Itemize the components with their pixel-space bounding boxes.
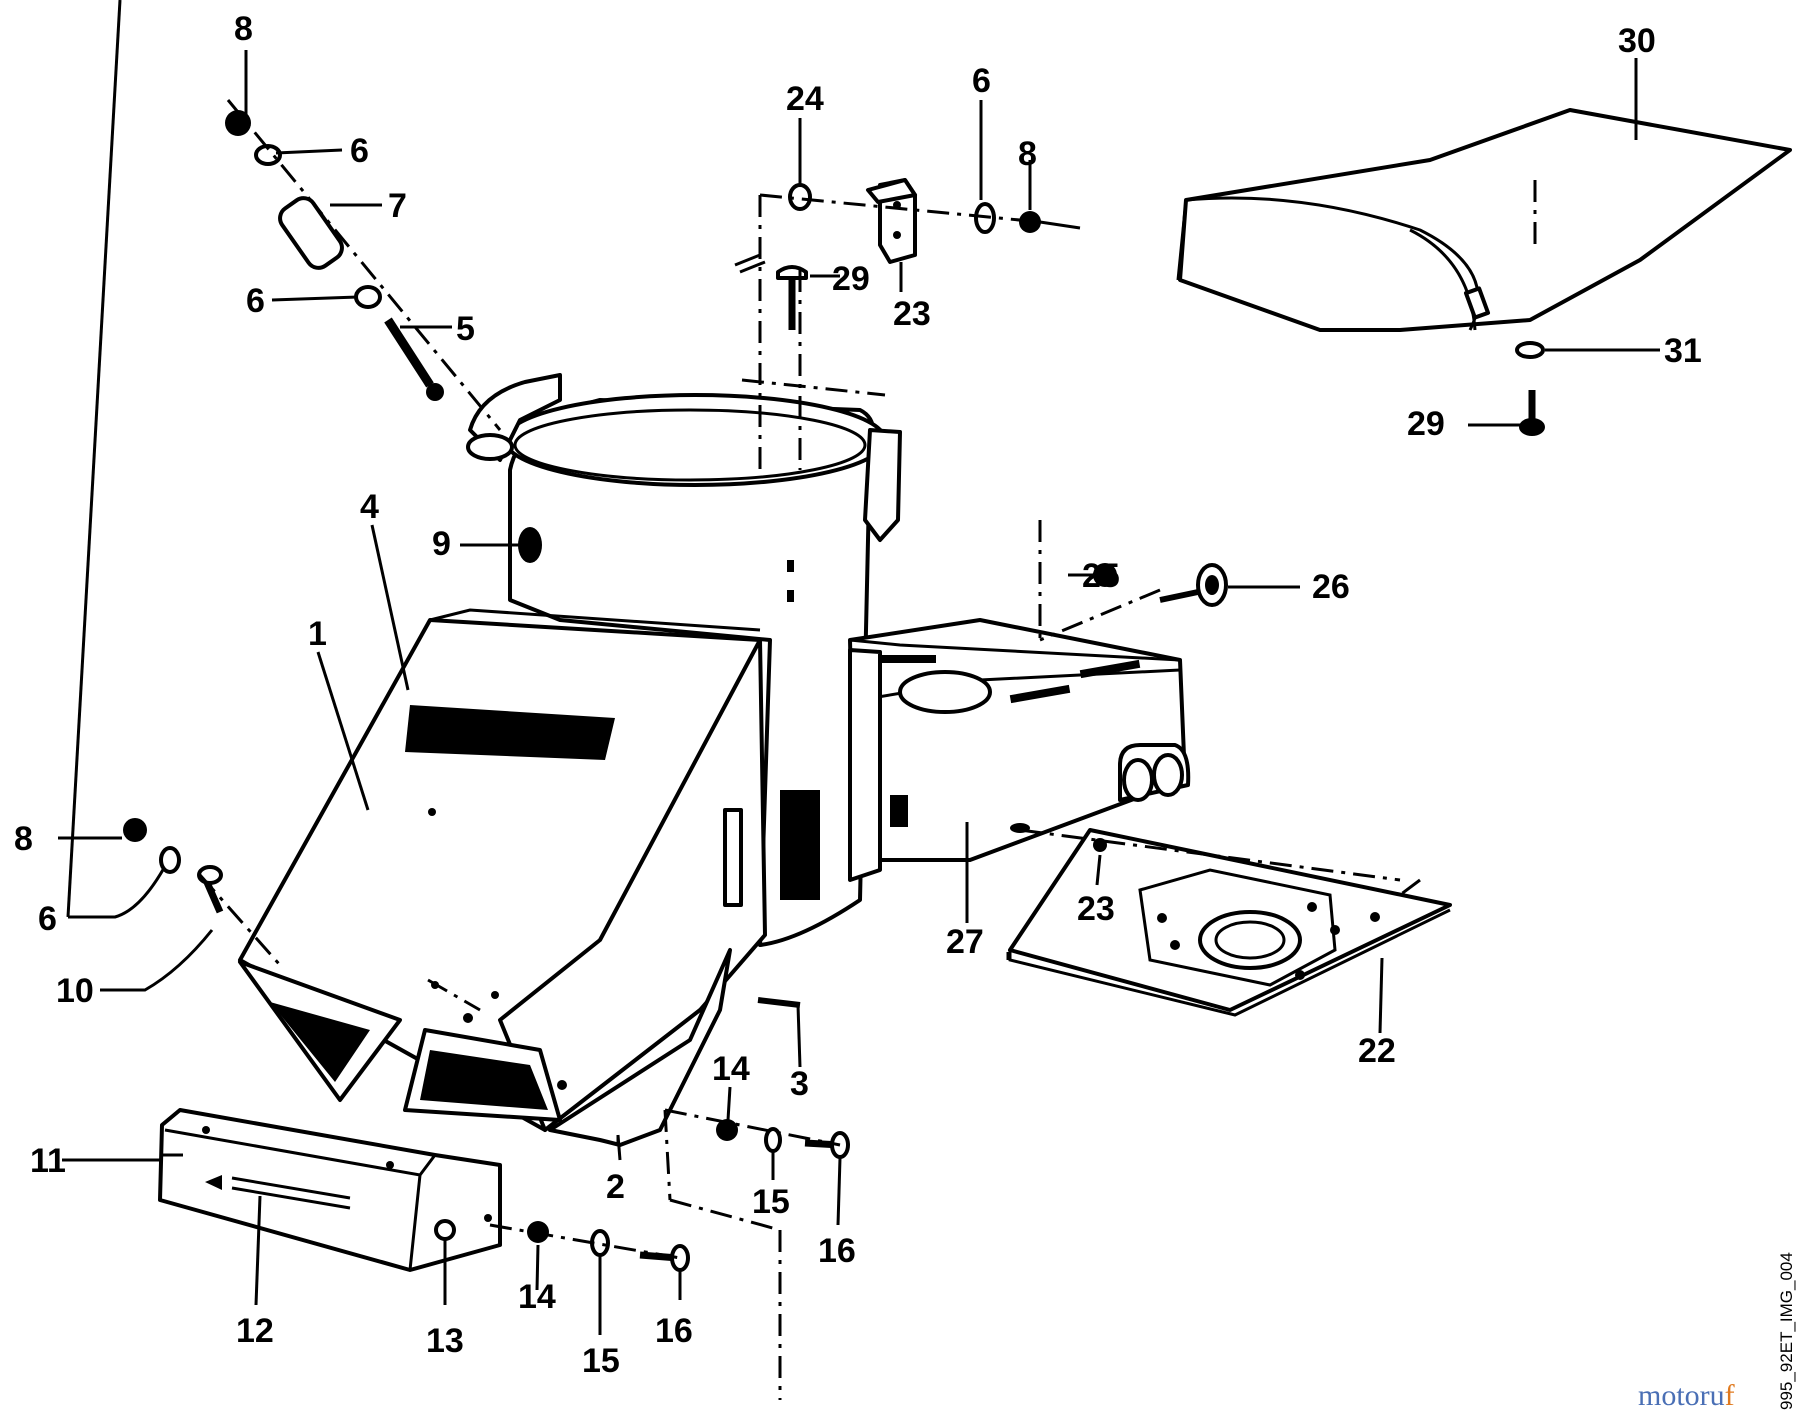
base-plate xyxy=(1008,828,1452,1017)
callout-6-top: 6 xyxy=(350,132,369,170)
callout-16-left: 16 xyxy=(655,1312,693,1350)
callout-7: 7 xyxy=(388,187,407,225)
callout-8-top: 8 xyxy=(234,10,253,48)
hopper xyxy=(238,608,820,1147)
upper-left-hardware xyxy=(225,110,444,401)
callout-30: 30 xyxy=(1618,22,1656,60)
callout-4: 4 xyxy=(360,488,379,526)
leader-lines xyxy=(58,0,1660,1335)
callout-6-right: 6 xyxy=(972,62,991,100)
watermark-part2: f xyxy=(1725,1379,1735,1412)
callout-16-right: 16 xyxy=(818,1232,856,1270)
callout-11: 11 xyxy=(30,1142,66,1180)
callout-23: 23 xyxy=(1077,890,1115,928)
discharge-guard xyxy=(158,1108,502,1272)
callout-29-right: 29 xyxy=(1407,405,1445,443)
callout-14-right: 14 xyxy=(712,1050,750,1088)
callout-8-left: 8 xyxy=(14,820,33,858)
callout-12: 12 xyxy=(236,1312,274,1350)
callout-8-right: 8 xyxy=(1018,135,1037,173)
callout-29-top: 29 xyxy=(832,260,870,298)
motor-mount-frame xyxy=(848,618,1191,882)
callout-25: 25 xyxy=(1082,557,1120,595)
callout-24: 27 xyxy=(946,923,984,961)
callout-28: 24 xyxy=(786,80,824,118)
image-code: 995_92ET_IMG_004 xyxy=(1777,1252,1796,1410)
callout-9: 9 xyxy=(432,525,451,563)
callout-2: 2 xyxy=(606,1168,625,1206)
callout-6-mid: 6 xyxy=(246,282,265,320)
callout-27: 23 xyxy=(893,295,931,333)
callout-14-left: 14 xyxy=(518,1278,556,1316)
callout-13: 13 xyxy=(426,1322,464,1360)
callout-3: 3 xyxy=(790,1065,809,1103)
callout-31: 31 xyxy=(1664,332,1702,370)
watermark-logo: motoruf xyxy=(1638,1379,1735,1412)
callout-22: 22 xyxy=(1358,1032,1396,1070)
callout-15-right: 15 xyxy=(752,1183,790,1221)
callout-26: 26 xyxy=(1312,568,1350,606)
lower-hardware xyxy=(123,563,1228,1272)
callout-5: 5 xyxy=(456,310,475,348)
callout-10: 10 xyxy=(56,972,94,1010)
callout-labels: 8 6 7 6 5 24 6 8 29 23 30 31 29 9 4 1 25… xyxy=(14,10,1702,1380)
cover-plate xyxy=(1176,108,1792,332)
callout-15-left: 15 xyxy=(582,1342,620,1380)
right-hardware xyxy=(1515,180,1545,436)
callout-1: 1 xyxy=(308,615,327,653)
assembly-lines xyxy=(198,99,1421,1400)
watermark-part1: motoru xyxy=(1638,1379,1725,1412)
callout-6-left: 6 xyxy=(38,900,57,938)
